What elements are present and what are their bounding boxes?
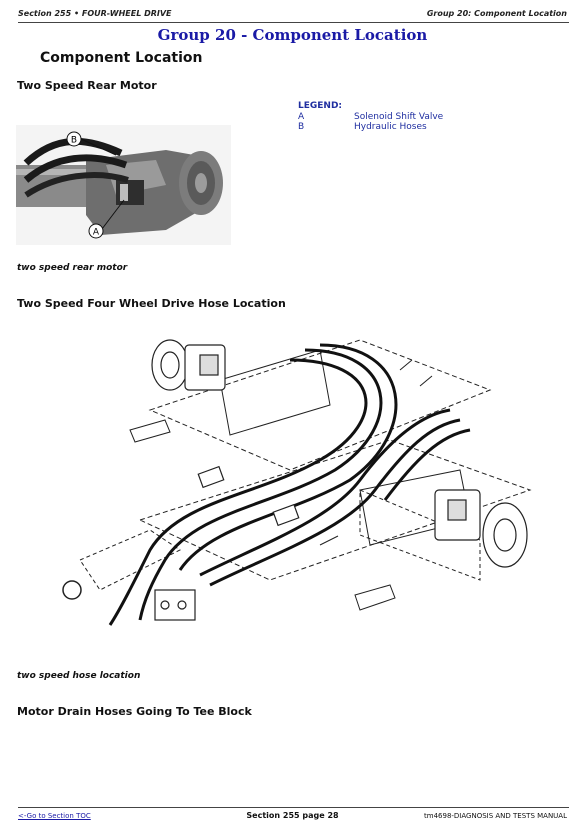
group-title: Group 20 - Component Location (157, 26, 428, 44)
figure-2-heading: Two Speed Four Wheel Drive Hose Location (17, 297, 286, 310)
rear-motor-illustration: B A (16, 125, 231, 245)
header-group-label: Group 20: Component Location (426, 9, 567, 18)
callout-a: A (93, 228, 100, 238)
footer-rule (18, 807, 569, 808)
section-title: Component Location (40, 50, 203, 66)
figure-1-heading: Two Speed Rear Motor (17, 79, 157, 92)
hose-location-diagram (62, 339, 532, 626)
section-toc-link[interactable]: <-Go to Section TOC (18, 812, 91, 820)
legend-title: LEGEND: (298, 101, 343, 111)
header-rule (18, 22, 569, 23)
page-number: Section 255 page 28 (246, 811, 339, 820)
figure-2-caption: two speed hose location (17, 671, 141, 681)
figure-1-caption: two speed rear motor (17, 263, 128, 273)
manual-name: tm4698-DIAGNOSIS AND TESTS MANUAL (424, 812, 567, 820)
callout-b: B (71, 136, 77, 146)
header-section-label: Section 255 • FOUR-WHEEL DRIVE (18, 9, 172, 18)
next-section-heading: Motor Drain Hoses Going To Tee Block (17, 705, 252, 718)
